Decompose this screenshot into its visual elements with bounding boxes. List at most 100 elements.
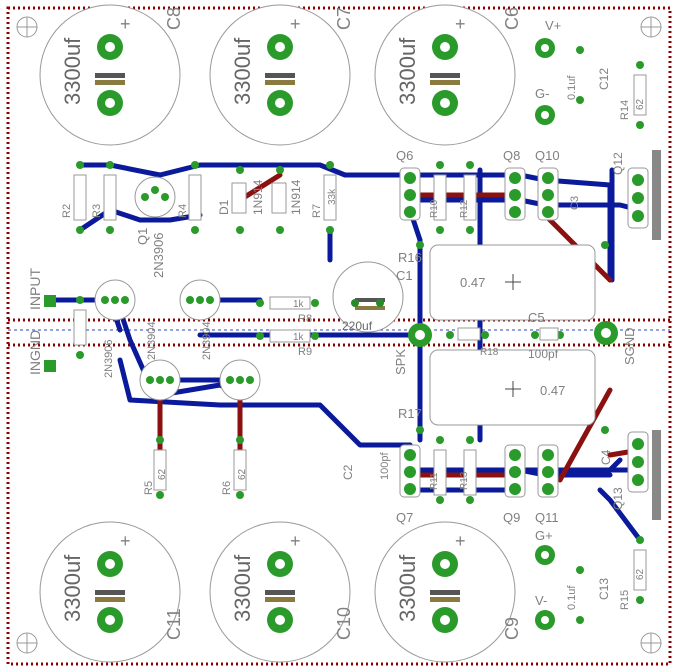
cap-ref-c11: C11: [164, 608, 184, 640]
label-r11: R11: [429, 472, 440, 490]
label-vminus: V-: [535, 593, 547, 608]
label-r14: R14: [619, 100, 631, 120]
label-d1: D1: [217, 199, 231, 215]
label-r2: R2: [61, 204, 73, 218]
capacitor-c8: +3300uf C8: [39, 4, 184, 146]
cap-ref-c9: C9: [502, 617, 522, 640]
label-r6-val: 62: [237, 468, 248, 480]
power-transistor-pads: [399, 167, 649, 498]
label-r4: R4: [177, 204, 189, 218]
cap-value-c7: 3300uf: [230, 37, 255, 105]
polarity-mark: +: [120, 531, 131, 551]
label-c13-val: 0.1uf: [566, 585, 578, 610]
label-r5-val: 62: [157, 468, 168, 480]
label-r7: R7: [311, 204, 323, 218]
label-gplus: G+: [535, 528, 553, 543]
top-traces: [157, 172, 643, 483]
label-c2-val: 100pf: [379, 452, 391, 480]
label-q10: Q10: [535, 148, 560, 163]
label-c13: C13: [597, 578, 611, 600]
label-c4: C4: [599, 449, 613, 465]
power-resistor-r17: [429, 349, 596, 426]
label-r14-val: 62: [635, 98, 646, 110]
heatsink-bottom: [652, 430, 661, 520]
label-c3: C3: [569, 196, 581, 210]
label-r15-val: 62: [635, 568, 646, 580]
heatsink-top: [652, 150, 661, 240]
label-input: INPUT: [27, 268, 43, 310]
label-q1-part: 2N3906: [151, 232, 166, 278]
pads: [76, 46, 644, 624]
label-q8: Q8: [503, 148, 520, 163]
label-c5: C5: [528, 310, 545, 325]
polarity-mark: +: [455, 531, 466, 551]
label-spk: SPK: [393, 349, 408, 375]
cap-ref-c8: C8: [164, 7, 184, 30]
cap-ref-c10: C10: [334, 607, 354, 640]
cap-value-c8: 3300uf: [60, 37, 85, 105]
label-r9-val: 1k: [293, 332, 305, 343]
label-q9: Q9: [503, 510, 520, 525]
label-c1: C1: [396, 268, 413, 283]
label-r6: R6: [221, 481, 233, 495]
label-q1: Q1: [135, 228, 150, 245]
label-sgnd: SGND: [622, 327, 637, 365]
label-220uf: 220uf: [342, 319, 373, 333]
board-outline: [6, 6, 672, 666]
polarity-mark: +: [290, 14, 301, 34]
label-c5-val: 100pf: [528, 347, 559, 361]
label-r18: R18: [480, 347, 499, 358]
label-gminus: G-: [535, 86, 549, 101]
label-q6: Q6: [396, 148, 413, 163]
cap-value-c10: 3300uf: [230, 554, 255, 622]
label-d3: 1N914: [289, 179, 303, 215]
polarity-mark: +: [455, 14, 466, 34]
label-q4-part: 2N3904: [201, 321, 213, 360]
label-r17-val: 0.47: [540, 383, 565, 398]
mounting-holes: [16, 16, 662, 654]
label-c12-val: 0.1uf: [566, 75, 578, 100]
silkscreen-labels: V+ G- G+ V- 0.1uf C12 0.1uf C13 R14 62 R…: [27, 18, 646, 610]
label-q12: Q12: [611, 152, 625, 175]
cap-value-c9: 3300uf: [395, 554, 420, 622]
capacitor-c7: +3300uf C7: [209, 4, 354, 146]
label-d2: 1N914: [251, 179, 265, 215]
cap-220uf: [332, 261, 404, 333]
polarity-mark: +: [120, 14, 131, 34]
resistor-bodies: [73, 74, 647, 591]
connector-pads: [44, 38, 618, 630]
label-r9: R9: [298, 346, 312, 358]
power-resistor-r16: [429, 244, 596, 321]
label-q2-part: 2N3906: [103, 339, 115, 378]
label-ingnd: INGND: [27, 330, 43, 375]
label-r16: R16: [398, 250, 422, 265]
label-c12: C12: [597, 68, 611, 90]
label-vplus: V+: [545, 18, 561, 33]
label-r17: R17: [398, 406, 422, 421]
label-c2: C2: [341, 464, 355, 480]
cap-value-c11: 3300uf: [60, 554, 85, 622]
label-r3: R3: [91, 204, 103, 218]
label-q11: Q11: [535, 510, 559, 525]
label-q13: Q13: [611, 487, 625, 510]
cap-value-c6: 3300uf: [395, 37, 420, 105]
label-q7: Q7: [396, 510, 413, 525]
polarity-mark: +: [290, 531, 301, 551]
cap-ref-c7: C7: [334, 7, 354, 30]
label-q3-part: 2N3904: [146, 321, 158, 360]
label-r8-val: 1k: [293, 299, 305, 310]
label-r12: R12: [459, 199, 470, 218]
label-r13: R13: [459, 471, 470, 490]
label-r16-val: 0.47: [460, 275, 485, 290]
label-r15: R15: [619, 590, 631, 610]
label-r7-val: 33k: [327, 188, 338, 205]
label-r8: R8: [298, 313, 312, 325]
label-r5: R5: [143, 481, 155, 495]
label-r10: R10: [429, 199, 440, 218]
